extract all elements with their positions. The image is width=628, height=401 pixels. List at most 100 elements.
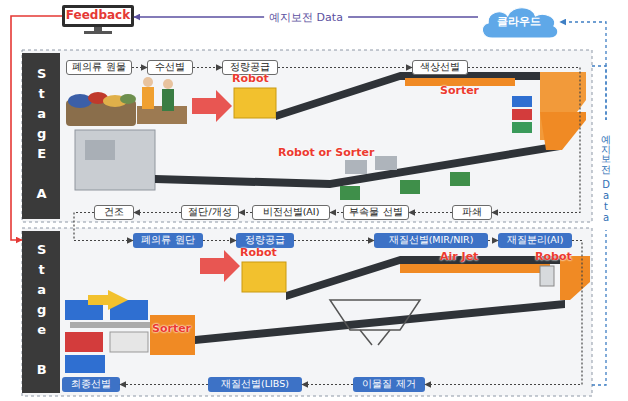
process-label: 재질선별(MIR/NIR): [374, 233, 488, 248]
flow-connector: [239, 212, 252, 213]
chute: [540, 112, 586, 150]
process-label: 건조: [94, 205, 134, 220]
feeder-box: [234, 88, 276, 118]
node-text: 절단/개성: [188, 207, 231, 217]
node-text: 이물질 제거: [362, 379, 415, 389]
cloud-outline: [482, 8, 557, 38]
flow-connector: [560, 22, 606, 120]
callout-label: Air Jet: [440, 250, 478, 263]
node-text: 예지보전 Data: [601, 128, 612, 223]
chute: [560, 256, 590, 300]
flow-connector: [134, 212, 181, 213]
flow-connector: [134, 16, 478, 18]
callout-label: Robot: [535, 250, 572, 263]
process-label: 부속물 선별: [343, 205, 409, 220]
monitor-base: [84, 31, 112, 34]
process-label: 최종선별: [62, 377, 120, 392]
feedback-monitor: Feedback: [62, 5, 134, 27]
bin: [400, 180, 420, 194]
clothes-pile: [120, 94, 136, 104]
flow-connector: [294, 240, 374, 241]
node-text: 파쇄: [462, 207, 482, 217]
flow-connector: [193, 67, 222, 68]
node-text: 건조: [104, 207, 124, 217]
machine-panel: [85, 140, 115, 160]
callout-label: Robot: [232, 72, 269, 85]
worker-head: [163, 79, 173, 89]
node-text: 클라우드: [497, 16, 541, 28]
flow-connector: [330, 212, 343, 213]
flow-connector: [74, 213, 133, 241]
flow-connector: [278, 67, 412, 68]
roller-conveyor: [70, 322, 160, 328]
bin: [65, 355, 105, 373]
sorter-station: [400, 264, 550, 273]
flow-connector: [592, 230, 606, 385]
flow-connector: [409, 212, 452, 213]
worker-head: [143, 77, 153, 87]
flow-connector: [132, 67, 147, 68]
delta-robot: [330, 300, 420, 330]
conveyor: [185, 300, 565, 345]
sorter-station: [405, 78, 515, 86]
conveyor: [155, 142, 560, 188]
stage-band: Stage B 폐의류 원단 정량공급 재질선별(MIR/NIR) 재질분리(AI) 이물…: [22, 228, 592, 396]
flow-connector: [120, 384, 208, 385]
callout-label: Sorter: [152, 322, 191, 335]
flow-connector: [592, 66, 606, 120]
callout-label: Robot: [240, 246, 277, 259]
process-label: 정량공급: [222, 60, 278, 75]
flow-connector: [302, 384, 353, 385]
worker-body: [142, 87, 154, 109]
node-text: 정량공급: [245, 235, 285, 245]
flow-connector: [425, 241, 582, 385]
node-text: 부속물 선별: [349, 207, 402, 217]
process-label: 폐의류 원단: [133, 233, 203, 248]
shredder-machine: [75, 130, 155, 190]
process-label: 재질선별(LIBS): [208, 377, 302, 392]
worker-body: [162, 89, 174, 111]
data-tag: 예지보전 Data: [597, 120, 615, 230]
bin: [512, 96, 532, 107]
node-text: 색상선별: [420, 62, 460, 72]
sorter-box: [150, 315, 195, 355]
feeder-box: [242, 262, 286, 292]
stage-panel: [22, 228, 592, 396]
edge-label: 예지보전 Data: [264, 10, 348, 25]
cloud-node: 클라우드: [478, 4, 560, 40]
callout-label: Sorter: [440, 84, 479, 97]
delta-robot-arm: [378, 330, 390, 345]
flow-connector: [488, 240, 498, 241]
process-label: 절단/개성: [181, 205, 239, 220]
vision-unit: [375, 156, 397, 170]
node-text: 폐의류 원물: [72, 62, 125, 72]
bin: [340, 186, 360, 200]
process-label: 정량공급: [236, 233, 294, 248]
node-text: Stage B: [22, 231, 60, 393]
node-text: 재질선별(MIR/NIR): [389, 235, 474, 245]
flow-connector: [11, 16, 62, 240]
process-label: 비전선별(AI): [252, 205, 330, 220]
feed-arrow: [192, 90, 232, 122]
node-text: 폐의류 원단: [141, 235, 194, 245]
node-text: Feedback: [66, 9, 130, 22]
conveyor: [276, 72, 560, 120]
flow-connector: [468, 68, 580, 213]
output-arrow: [88, 290, 128, 310]
bin: [110, 332, 148, 352]
node-text: 정량공급: [230, 62, 270, 72]
node-text: 재질분리(AI): [507, 235, 564, 245]
process-label: 재질분리(AI): [498, 233, 572, 248]
delta-robot-arm: [360, 330, 372, 345]
node-text: StagE A: [22, 53, 60, 219]
stage-panel: [22, 50, 592, 222]
stage-band: StagE A폐의류 원물수선별정량공급색상선별파쇄부속물 선별비전선별(AI)…: [22, 50, 592, 222]
clothes-pile: [68, 94, 92, 108]
process-label: 색상선별: [412, 60, 468, 75]
vision-unit: [345, 160, 367, 174]
node-text: 최종선별: [71, 379, 111, 389]
